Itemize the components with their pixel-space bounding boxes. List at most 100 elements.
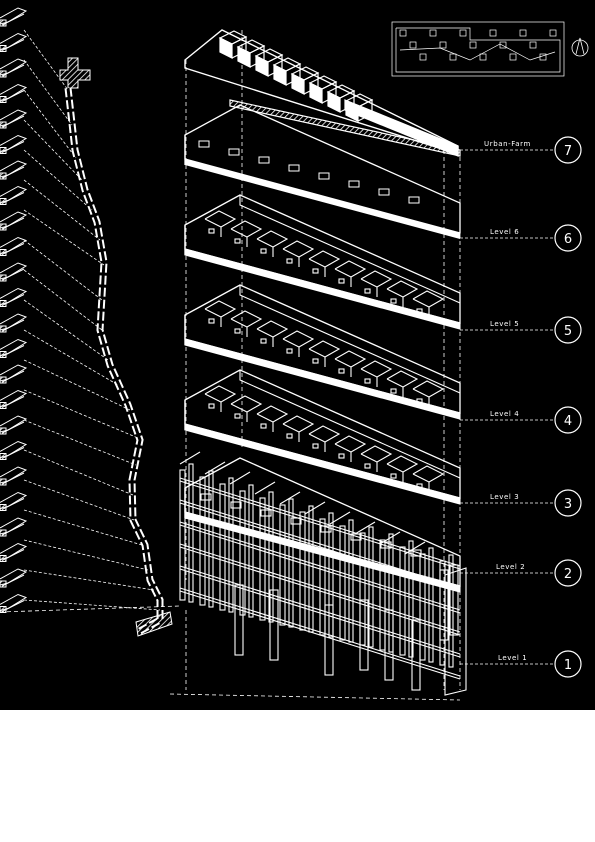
column [379, 533, 394, 653]
room-partition [308, 340, 341, 367]
room-partition [412, 290, 445, 317]
cross-beam [179, 451, 201, 465]
cross-beam [204, 461, 226, 475]
strip-row [0, 517, 28, 537]
strip-row [0, 364, 28, 384]
level-number: 1 [564, 658, 572, 673]
strip-row [0, 134, 28, 154]
strip-row [0, 440, 28, 460]
strip-row [0, 415, 28, 435]
column [179, 463, 194, 603]
room-partition [282, 415, 315, 442]
beam [179, 521, 461, 611]
leader-line [23, 89, 77, 159]
planter-box [326, 84, 356, 113]
window [230, 501, 242, 509]
strip-row [0, 389, 28, 409]
level-number-circle [554, 559, 582, 587]
key-plan-thumbnail [391, 21, 565, 77]
strip-row [0, 262, 28, 282]
room-partition [282, 240, 315, 267]
leader-line [23, 29, 69, 91]
cross-beam [354, 521, 376, 535]
window [228, 148, 240, 156]
leader-line [23, 419, 137, 466]
leader-line [23, 329, 119, 386]
level-number: 2 [564, 567, 572, 582]
room-partition [256, 230, 289, 257]
room-partition [360, 360, 393, 387]
column [219, 477, 234, 613]
section-profile [59, 57, 173, 637]
strip-row [0, 287, 28, 307]
room-partition [204, 210, 237, 237]
room-partition [230, 395, 263, 422]
leader-line [23, 359, 131, 411]
room-partition [412, 465, 445, 492]
room-partition [386, 370, 419, 397]
leader-line [23, 239, 103, 301]
level-number-circle [554, 224, 582, 252]
window [318, 172, 330, 180]
window [378, 188, 390, 196]
leader-line [23, 59, 73, 126]
window [200, 493, 212, 501]
leader-line [23, 269, 103, 331]
floor-plate-level-4 [184, 369, 461, 505]
level-label: Urban-Farm [484, 140, 531, 148]
pier [324, 604, 334, 676]
room-partition [334, 350, 367, 377]
level-label: Level 1 [498, 654, 527, 662]
room-partition [308, 250, 341, 277]
column [319, 512, 334, 638]
strip-row [0, 109, 28, 129]
window [380, 541, 392, 549]
leader-line [23, 479, 135, 521]
cross-beam [329, 511, 351, 525]
room-partition [360, 445, 393, 472]
pier [384, 609, 394, 681]
column [399, 540, 414, 658]
strip-leader-lines [23, 29, 161, 611]
level-number: 4 [564, 414, 572, 429]
level-number: 6 [564, 232, 572, 247]
planter-box [218, 30, 248, 59]
leader-line [23, 179, 101, 241]
beam [179, 480, 461, 570]
beam [179, 477, 461, 567]
leader-line [23, 209, 105, 266]
strip-row [0, 338, 28, 358]
level-label: Level 2 [496, 563, 525, 571]
level-number: 7 [564, 144, 572, 159]
strip-row [0, 491, 28, 511]
strip-row [0, 160, 28, 180]
column [279, 498, 294, 628]
room-partition [204, 300, 237, 327]
pier [449, 564, 459, 636]
window [348, 180, 360, 188]
structural-frame [179, 451, 467, 696]
column [239, 484, 254, 618]
beam [179, 590, 461, 680]
level-number: 5 [564, 324, 572, 339]
floor-plate-level-5 [184, 284, 461, 420]
room-partition [230, 220, 263, 247]
room-partition [386, 455, 419, 482]
level-number-circle [554, 136, 582, 164]
level-number-circle [554, 489, 582, 517]
level-label: Level 3 [490, 493, 519, 501]
strip-row [0, 32, 28, 52]
beam [179, 543, 461, 633]
beam [179, 502, 461, 592]
leader-line [23, 149, 93, 211]
pier [411, 619, 421, 691]
beam [179, 587, 461, 677]
level-callout: Level 2 2 [460, 559, 582, 587]
window [410, 549, 422, 557]
level-number: 3 [564, 497, 572, 512]
north-arrow-icon [571, 37, 589, 57]
leader-line [23, 599, 161, 611]
